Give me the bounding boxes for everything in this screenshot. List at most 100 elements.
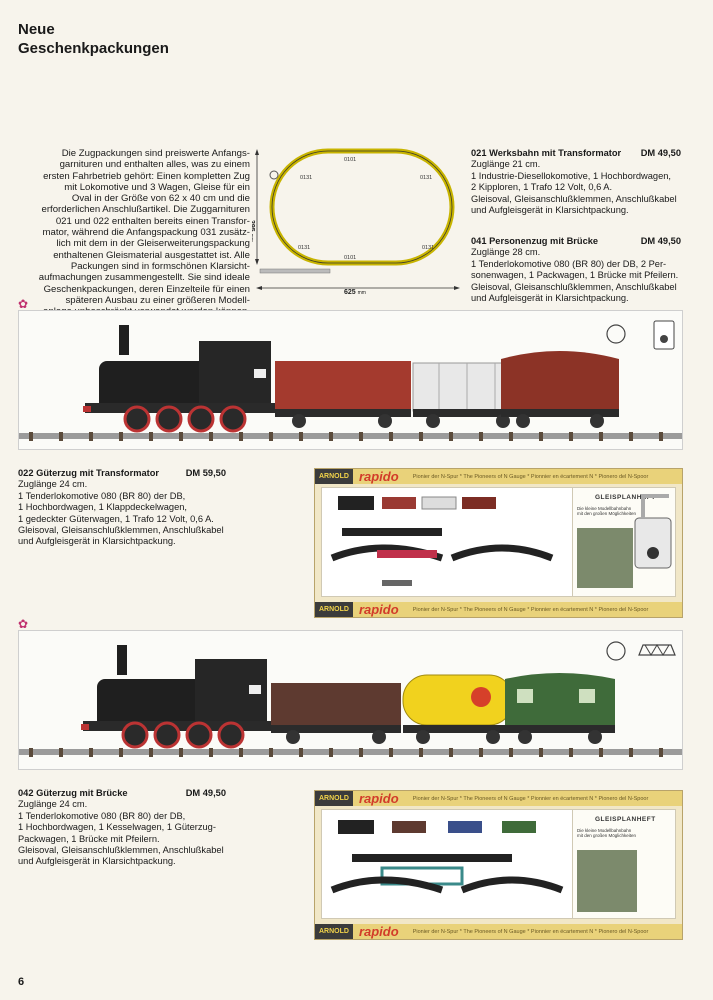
product-line: Gleisoval, Gleisanschlußklemmen, Anschlu… [471, 193, 677, 204]
strip-text: Pionier der N-Spur * The Pioneers of N G… [412, 795, 649, 802]
track-label: 0101 [344, 255, 356, 261]
height-dimension: 395 mm [252, 220, 255, 242]
open-wagon [271, 683, 401, 744]
intro-line: Oval in der Größe von 62 x 40 cm und die [71, 193, 250, 205]
product-042: 042 Güterzug mit Brücke DM 49,50 Zugläng… [18, 788, 226, 868]
rapido-logo: rapido [358, 602, 399, 617]
page-title: Neue Geschenkpackungen [18, 20, 169, 58]
product-price: DM 49,50 [640, 236, 681, 246]
brand-label: ARNOLD [315, 924, 353, 939]
brand-label: ARNOLD [315, 602, 353, 617]
product-line: Gleisoval, Gleisanschlußklemmen, Anschlu… [18, 525, 224, 536]
product-line: Zuglänge 28 cm. [471, 247, 541, 258]
rapido-logo: rapido [358, 791, 399, 806]
panel-blurb: Die kleine Modellbahnbahn mit den großen… [577, 828, 637, 838]
box-top-strip: ARNOLD rapido Pionier der N-Spur * The P… [315, 469, 682, 484]
product-header: 022 Güterzug mit Transformator DM 59,50 [18, 468, 226, 479]
strip-text: Pionier der N-Spur * The Pioneers of N G… [412, 606, 649, 613]
product-line: 1 Tenderlokomotive 080 (BR 80) der DB, [18, 490, 186, 501]
track-joint-icon [269, 170, 279, 180]
intro-paragraph: Die Zugpackungen sind preiswerte Anfangs… [18, 148, 250, 317]
product-price: DM 59,50 [185, 468, 226, 478]
locomotive [81, 645, 273, 749]
product-line: Zuglänge 21 cm. [471, 159, 541, 170]
intro-line: lich mit dem in der Gleiserweiterungspac… [56, 238, 250, 250]
box-bottom-strip: ARNOLD rapido Pionier der N-Spur * The P… [315, 924, 682, 939]
track-label: 0131 [422, 245, 434, 251]
package-box-022: ARNOLD rapido Pionier der N-Spur * The P… [314, 468, 683, 618]
product-header: 042 Güterzug mit Brücke DM 49,50 [18, 788, 226, 799]
title-line-2: Geschenkpackungen [18, 40, 169, 57]
box-contents [321, 809, 573, 919]
train-photo-band-042 [18, 630, 683, 770]
covered-wagon [501, 351, 619, 428]
product-name: 021 Werksbahn mit Transformator [471, 148, 622, 158]
freight-train-illustration [19, 320, 682, 441]
box-contents [321, 487, 573, 597]
product-021: 021 Werksbahn mit Transformator DM 49,50… [471, 148, 681, 216]
track-label: 0131 [300, 175, 312, 181]
train-photo-band-022 [18, 310, 683, 450]
title-line-1: Neue [18, 21, 55, 38]
product-line: und Aufgleisgerät in Klarsichtpackung. [18, 856, 176, 867]
product-line: Gleisoval, Gleisanschlußklemmen, Anschlu… [18, 845, 224, 856]
product-line: Zuglänge 24 cm. [18, 799, 88, 810]
product-name: 022 Güterzug mit Transformator [18, 468, 160, 478]
intro-line: 021 und 022 enthalten bereits einen Tran… [55, 215, 250, 227]
panel-blurb: Die kleine Modellbahnbahn mit den großen… [577, 506, 637, 516]
intro-line: Geschenkpackungen, deren Einzelteile für… [43, 283, 250, 295]
intro-line: erforderlichen Anschlußartikel. Die Zugg… [41, 204, 251, 216]
product-line: 1 Hochbordwagen, 1 Klappdeckelwagen, [18, 502, 188, 513]
brand-label: ARNOLD [315, 469, 353, 484]
rapido-logo: rapido [358, 469, 399, 484]
product-line: Gleisoval, Gleisanschlußklemmen, Anschlu… [471, 281, 677, 292]
product-line: 1 Industrie-Diesellokomotive, 1 Hochbord… [471, 170, 671, 181]
oval-track-icon [606, 324, 626, 344]
intro-line: mit Lokomotive und 3 Wagen, Gleise für e… [64, 181, 250, 193]
track-label: 0101 [344, 157, 356, 163]
gleisplanheft-title: GLEISPLANHEFT [595, 494, 656, 501]
product-price: DM 49,50 [185, 788, 226, 798]
width-dimension: 625 mm [344, 289, 366, 296]
product-line: 1 gedeckter Güterwagen, 1 Trafo 12 Volt,… [18, 513, 214, 524]
product-line: Packwagen, 1 Brücke mit Pfeilern. [18, 833, 160, 844]
tank-wagon [402, 674, 514, 744]
product-header: 041 Personenzug mit Brücke DM 49,50 [471, 236, 681, 247]
product-line: 1 Hochbordwagen, 1 Kesselwagen, 1 Güterz… [18, 822, 216, 833]
product-022: 022 Güterzug mit Transformator DM 59,50 … [18, 468, 226, 548]
controller-icon [653, 320, 675, 350]
product-line: und Aufgleisgerät in Klarsichtpackung. [471, 205, 629, 216]
box-bottom-strip: ARNOLD rapido Pionier der N-Spur * The P… [315, 602, 682, 617]
intro-line: Die Zugpackungen sind preiswerte Anfangs… [61, 148, 250, 159]
flower-icon: ✿ [18, 617, 29, 631]
oval-track-icon [606, 641, 626, 661]
strip-text: Pionier der N-Spur * The Pioneers of N G… [412, 473, 649, 480]
intro-line: späteren Ausbau zu einer größeren Modell… [65, 294, 250, 306]
box-top-strip: ARNOLD rapido Pionier der N-Spur * The P… [315, 791, 682, 806]
product-header: 021 Werksbahn mit Transformator DM 49,50 [471, 148, 681, 159]
product-line: 2 Kipploren, 1 Trafo 12 Volt, 0,6 A. [471, 182, 613, 193]
page-number: 6 [18, 976, 25, 988]
intro-line: Packungen sind in formschönen Klarsicht- [70, 260, 250, 272]
product-name: 042 Güterzug mit Brücke [18, 788, 128, 798]
box-side-panel: GLEISPLANHEFT Die kleine Modellbahnbahn … [572, 487, 676, 597]
locomotive [83, 325, 275, 433]
intro-line: ersten Fahrbetrieb gehört: Einen komplet… [43, 170, 250, 182]
product-price: DM 49,50 [640, 148, 681, 158]
intro-line: enthaltenen Gleismaterial ausgestattet i… [53, 249, 250, 261]
product-041: 041 Personenzug mit Brücke DM 49,50 Zugl… [471, 236, 681, 304]
package-box-042: ARNOLD rapido Pionier der N-Spur * The P… [314, 790, 683, 940]
intro-line: aufmachungen zusammengestellt. Sie sind … [38, 272, 250, 284]
bridge-icon [638, 644, 676, 656]
product-line: und Aufgleisgerät in Klarsichtpackung. [471, 293, 629, 304]
intro-line: garnituren und enthalten alles, was zu e… [59, 159, 250, 171]
track-label: 0131 [420, 175, 432, 181]
rapido-logo: rapido [358, 924, 399, 939]
intro-line: mator, während die Anfangspackung 031 zu… [42, 227, 250, 239]
product-line: 1 Tenderlokomotive 080 (BR 80) der DB, 2… [471, 258, 667, 269]
product-line: Zuglänge 24 cm. [18, 479, 88, 490]
product-name: 041 Personenzug mit Brücke [471, 236, 599, 246]
open-wagon [275, 361, 411, 428]
flower-icon: ✿ [18, 297, 29, 311]
baggage-wagon [505, 673, 615, 744]
